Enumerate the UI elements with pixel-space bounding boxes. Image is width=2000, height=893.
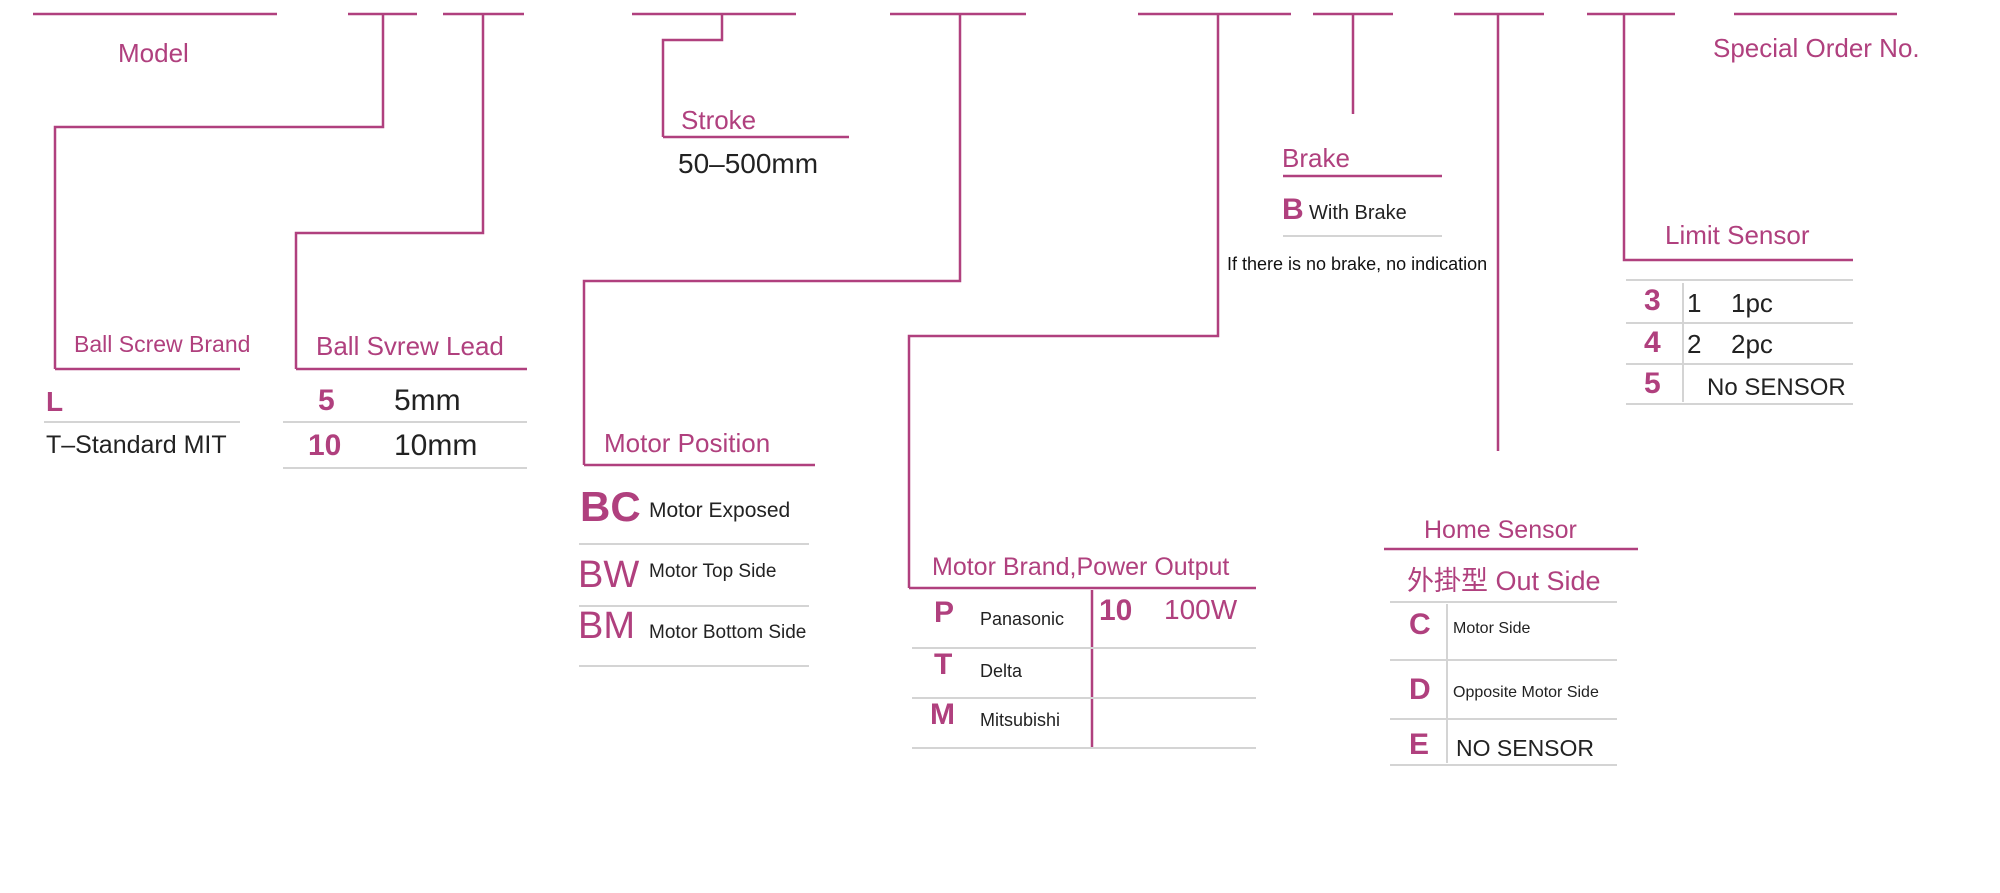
brake-code: B — [1282, 193, 1304, 226]
model-heading: Model — [118, 38, 189, 68]
brake-heading: Brake — [1282, 143, 1350, 173]
limit-sensor-qty: 1 — [1687, 288, 1702, 318]
table-rules — [44, 235, 1853, 766]
stroke-heading: Stroke — [681, 105, 757, 135]
limit-sensor-heading: Limit Sensor — [1665, 220, 1810, 250]
power-output-label: 100W — [1164, 594, 1238, 625]
home-sensor-subheading: 外掛型 Out Side — [1407, 566, 1601, 596]
leader-ball-screw-brand — [53, 14, 385, 369]
home-sensor-heading: Home Sensor — [1424, 516, 1577, 544]
motor-position-label: Motor Exposed — [649, 499, 791, 522]
leader-motor-position — [582, 14, 962, 465]
lead-option-code: 5 — [318, 384, 335, 417]
limit-sensor-code: 5 — [1644, 367, 1661, 400]
leader-stroke — [661, 14, 724, 137]
home-sensor-label: NO SENSOR — [1456, 735, 1595, 761]
motor-brand-heading: Motor Brand,Power Output — [932, 553, 1230, 581]
lead-option-code: 10 — [308, 429, 342, 462]
limit-sensor-label: 2pc — [1731, 329, 1773, 359]
motor-position-code: BC — [580, 483, 641, 530]
lead-option-label: 5mm — [394, 384, 461, 417]
limit-sensor-code: 4 — [1644, 326, 1661, 359]
ball-screw-brand-description: T–Standard MIT — [46, 431, 227, 459]
motor-position-code: BW — [578, 554, 640, 596]
home-sensor-label: Opposite Motor Side — [1453, 684, 1599, 701]
motor-brand-label: Mitsubishi — [980, 710, 1061, 730]
motor-position-label: Motor Bottom Side — [649, 622, 807, 643]
limit-sensor-code: 3 — [1644, 284, 1661, 317]
limit-sensor-label: 1pc — [1731, 288, 1773, 318]
leader-motor-brand — [907, 14, 1220, 588]
ball-screw-lead-heading: Ball Svrew Lead — [316, 331, 504, 361]
home-sensor-code: E — [1409, 728, 1430, 761]
motor-brand-label: Panasonic — [980, 609, 1065, 629]
stroke-value: 50–500mm — [678, 148, 819, 179]
home-sensor-code: C — [1409, 608, 1431, 641]
motor-brand-label: Delta — [980, 661, 1023, 681]
motor-position-heading: Motor Position — [604, 428, 771, 458]
motor-brand-code: M — [930, 698, 955, 731]
leader-limit-sensor — [1622, 14, 1853, 262]
motor-position-code: BM — [578, 605, 635, 647]
motor-position-label: Motor Top Side — [649, 561, 777, 582]
ball-screw-brand-code: L — [46, 386, 64, 417]
home-sensor-label: Motor Side — [1453, 620, 1531, 637]
ball-screw-brand-heading: Ball Screw Brand — [74, 331, 251, 357]
brake-note: If there is no brake, no indication — [1227, 254, 1488, 274]
leader-ball-screw-lead — [294, 14, 485, 369]
brake-label: With Brake — [1309, 202, 1407, 224]
limit-sensor-label: No SENSOR — [1707, 374, 1846, 401]
motor-brand-code: P — [934, 596, 955, 629]
lead-option-label: 10mm — [394, 429, 478, 462]
special-order-heading: Special Order No. — [1713, 33, 1920, 63]
power-output-code: 10 — [1099, 594, 1133, 627]
motor-brand-code: T — [934, 648, 953, 681]
home-sensor-code: D — [1409, 673, 1431, 706]
limit-sensor-qty: 2 — [1687, 329, 1702, 359]
